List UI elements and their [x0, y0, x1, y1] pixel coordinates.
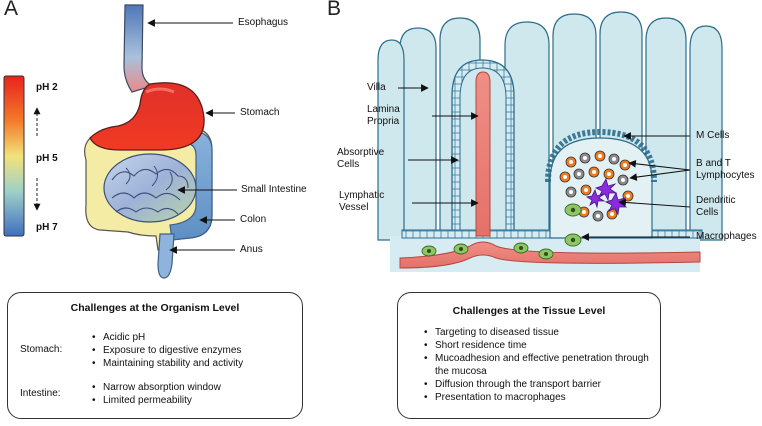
label-macrophages: Macrophages: [696, 231, 757, 242]
esophagus-shape: [123, 4, 154, 93]
panel-label-a: A: [4, 0, 19, 20]
label-b-t-lymphocytes: B and T Lymphocytes: [696, 158, 755, 181]
list-item: Acidic pH: [90, 331, 243, 344]
list-item: Presentation to macrophages: [422, 391, 652, 404]
list-item: Limited permeability: [90, 394, 221, 407]
lymphocyte-cluster: [559, 150, 634, 222]
label-small-intestine: Small Intestine: [241, 184, 307, 195]
list-item: Maintaining stability and activity: [90, 357, 243, 370]
tissue-challenges-box: Challenges at the Tissue Level Targeting…: [397, 292, 661, 419]
anus-shape: [157, 233, 175, 279]
dendritic-cells: [585, 177, 628, 216]
label-esophagus: Esophagus: [238, 17, 289, 28]
stomach-shape: [89, 82, 205, 151]
label-villa: Villa: [367, 82, 386, 93]
intestine-group-label: Intestine:: [20, 388, 61, 399]
arrow-lymphocytes-1: [628, 159, 691, 171]
label-colon: Colon: [240, 214, 267, 225]
ph-scale-bar: [3, 75, 25, 237]
organism-challenges-box: Challenges at the Organism Level Stomach…: [7, 292, 303, 419]
label-dendritic-cells: Dendritic Cells: [696, 195, 736, 218]
arrow-dendritic-cells: [618, 198, 691, 208]
panel-label-b: B: [327, 0, 342, 20]
label-lamina-propria: Lamina Propria: [367, 104, 400, 127]
list-item: Short residence time: [422, 339, 652, 352]
list-item: Narrow absorption window: [90, 381, 221, 394]
stomach-challenges-list: Acidic pH Exposure to digestive enzymes …: [90, 331, 243, 370]
label-anus: Anus: [240, 244, 263, 255]
label-absorptive-cells: Absorptive Cells: [337, 147, 385, 170]
colon-right-segment: [169, 129, 213, 241]
villi-background: [377, 11, 723, 241]
label-lymphatic-vessel: Lymphatic Vessel: [339, 190, 385, 213]
ph-label-5: pH 5: [36, 153, 58, 164]
ph-label-7: pH 7: [36, 222, 58, 233]
list-item: Mucoadhesion and effective penetration t…: [422, 352, 652, 378]
intestine-challenges-list: Narrow absorption window Limited permeab…: [90, 381, 221, 407]
list-item: Targeting to diseased tissue: [422, 326, 652, 339]
arrow-lymphocytes-2: [629, 169, 691, 181]
list-item: Exposure to digestive enzymes: [90, 344, 243, 357]
tissue-challenges-list: Targeting to diseased tissue Short resid…: [422, 326, 652, 404]
stomach-group-label: Stomach:: [20, 344, 63, 355]
tissue-box-title: Challenges at the Tissue Level: [452, 305, 606, 317]
label-m-cells: M Cells: [696, 130, 730, 141]
label-stomach: Stomach: [240, 107, 280, 118]
small-intestine-shape: [103, 153, 197, 223]
ph-label-2: pH 2: [36, 82, 58, 93]
organism-box-title: Challenges at the Organism Level: [70, 302, 240, 314]
list-item: Diffusion through the transport barrier: [422, 378, 652, 391]
lamina-propria-shape: [475, 71, 491, 237]
